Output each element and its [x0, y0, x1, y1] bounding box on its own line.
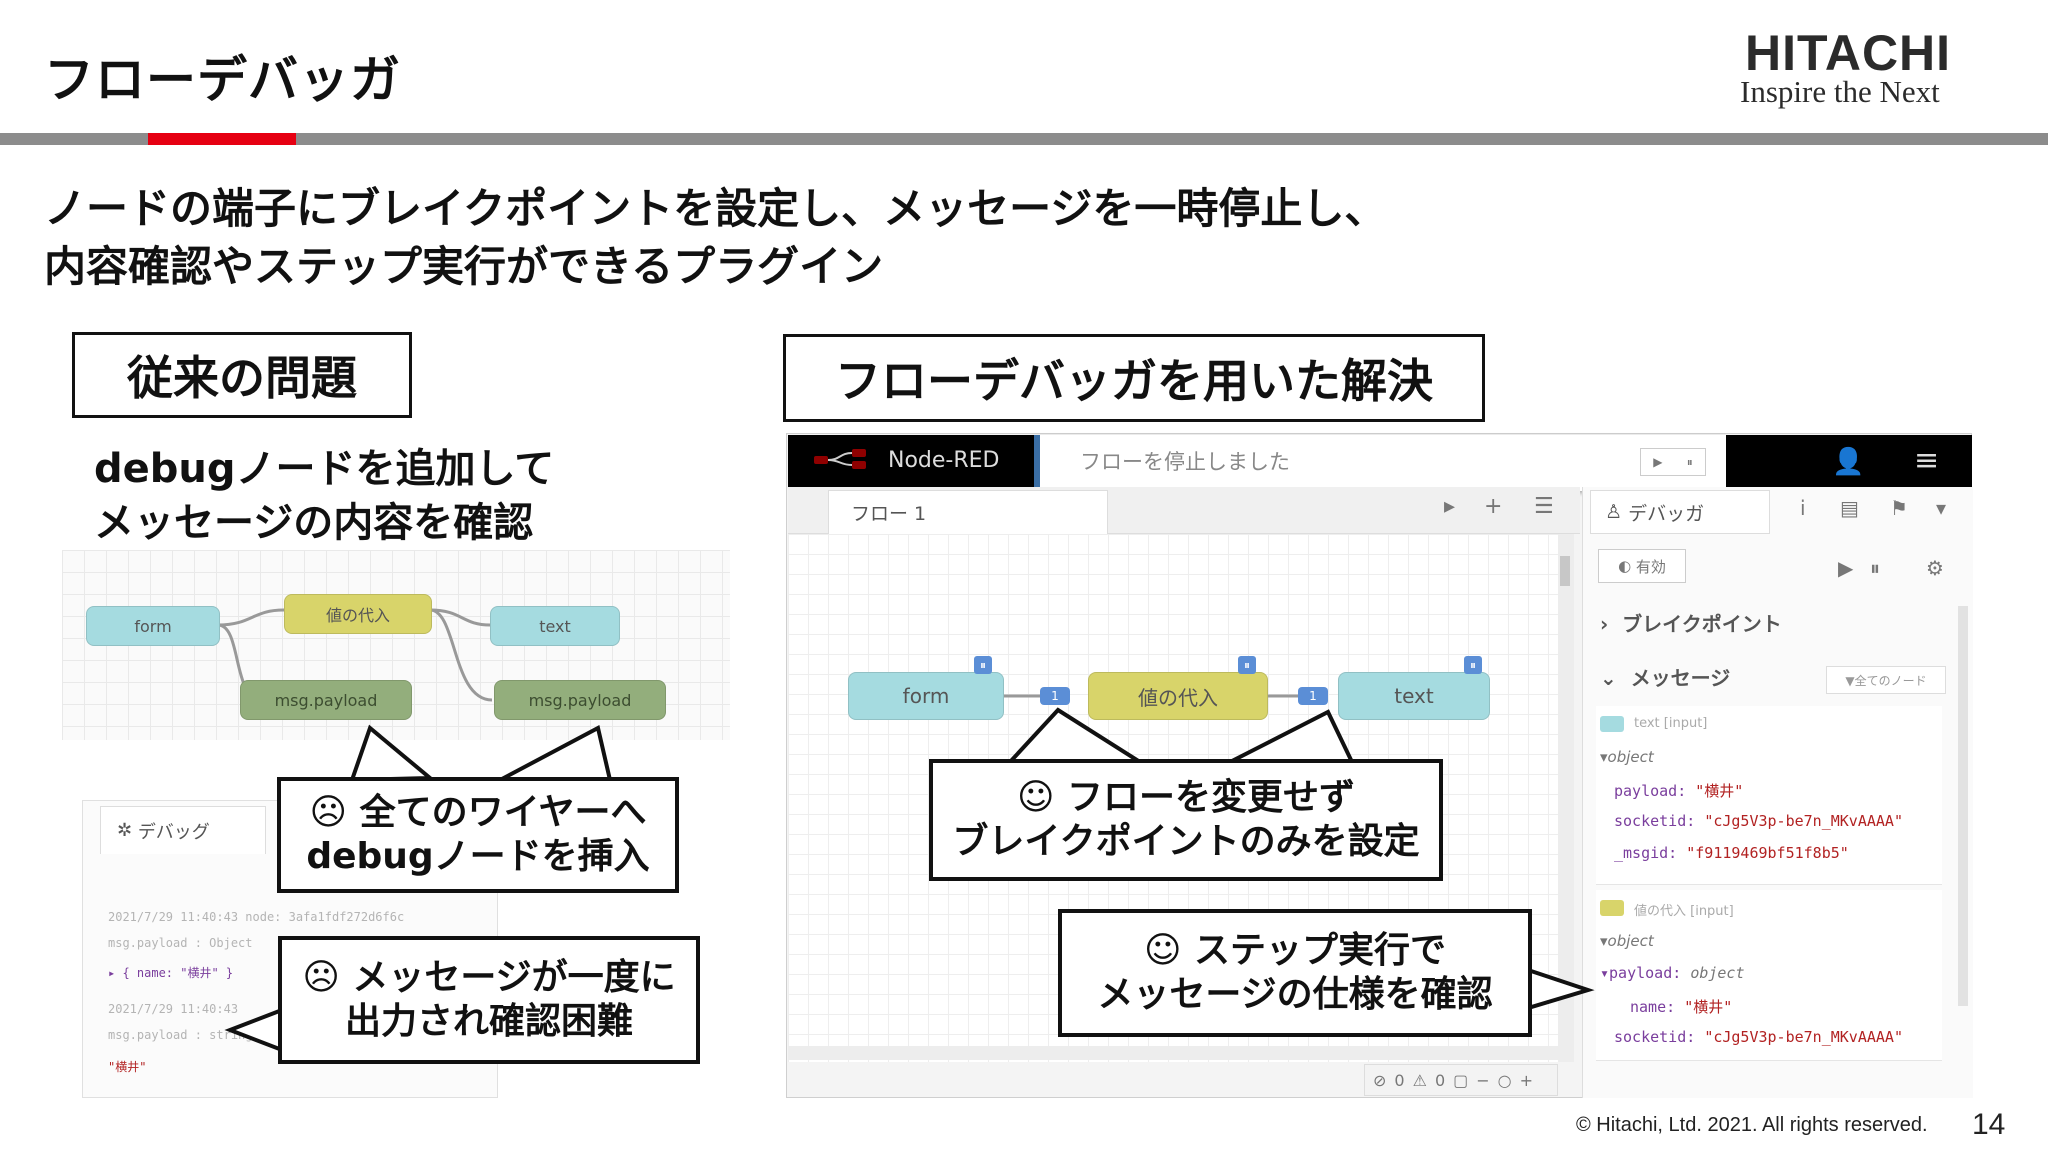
- stop-notification-text: フローを停止しました: [1080, 450, 1290, 474]
- sad-face-icon: ☹: [302, 957, 340, 998]
- message-entry: text [input] ▾object payload: "横井" socke…: [1596, 706, 1942, 885]
- canvas-horizontal-scrollbar[interactable]: [788, 1046, 1558, 1060]
- lead-line-2: 内容確認やステップ実行ができるプラグイン: [44, 242, 884, 291]
- message-root[interactable]: ▾object: [1600, 748, 1654, 766]
- legacy-flow-wires: [217, 608, 493, 702]
- message-source: 値の代入 [input]: [1634, 904, 1734, 919]
- flow-node-change: 値の代入: [284, 594, 432, 634]
- flow-node-text[interactable]: text: [1338, 672, 1490, 720]
- canvas-vertical-thumb[interactable]: [1560, 556, 1570, 586]
- pause-icon[interactable]: ⏸: [1238, 656, 1256, 674]
- node-red-brand: Node-RED: [888, 448, 1000, 473]
- legacy-debug-tab[interactable]: ✲ デバッグ: [100, 806, 266, 854]
- slide-title: フローデバッガ: [44, 51, 401, 109]
- add-tab-icon[interactable]: +: [1484, 494, 1503, 519]
- sad-face-icon: ☹: [309, 792, 348, 833]
- user-icon[interactable]: 👤: [1832, 447, 1865, 477]
- debugger-enable-toggle[interactable]: ◐ 有効: [1598, 549, 1686, 583]
- bug-icon: ✲: [117, 820, 138, 841]
- navigator-icon[interactable]: ▢: [1453, 1070, 1469, 1090]
- zoom-reset-icon[interactable]: ○: [1497, 1070, 1512, 1090]
- node-color-chip: [1600, 900, 1624, 916]
- pause-icon[interactable]: ⏸: [1464, 656, 1482, 674]
- flow-node-form[interactable]: form: [848, 672, 1004, 720]
- notification-step-controls[interactable]: ▶ ⏸: [1640, 448, 1706, 476]
- tab-list-icon[interactable]: ☰: [1534, 494, 1554, 519]
- copyright: © Hitachi, Ltd. 2021. All rights reserve…: [1576, 1114, 1928, 1136]
- warning-count-icon: ⚠: [1412, 1070, 1427, 1090]
- solution-heading: フローデバッガを用いた解決: [783, 334, 1485, 422]
- chevron-down-icon[interactable]: ▾: [1936, 496, 1947, 520]
- gear-icon[interactable]: ⚙: [1926, 556, 1944, 580]
- header-divider: [0, 133, 2048, 145]
- legacy-flow-canvas: form 値の代入 text msg.payload msg.payload: [62, 550, 730, 740]
- flow-node-change[interactable]: 値の代入: [1088, 672, 1268, 720]
- debug-line: 2021/7/29 11:40:43 node: 3afa1fdf272d6f6…: [108, 910, 405, 924]
- chevron-down-icon: ⌄: [1600, 666, 1631, 690]
- header-divider-accent: [148, 133, 296, 145]
- problem-description-2: メッセージの内容を確認: [94, 500, 534, 546]
- canvas-footer: ⊘0 ⚠0 ▢ − ○ +: [1364, 1064, 1558, 1096]
- zoom-in-icon[interactable]: +: [1519, 1070, 1534, 1090]
- toggle-icon: ◐: [1618, 557, 1636, 575]
- section-breakpoints[interactable]: › ブレイクポイント: [1600, 612, 1782, 636]
- logo-tagline: Inspire the Next: [1740, 74, 1940, 109]
- flag-icon[interactable]: ⚑: [1890, 496, 1908, 520]
- step-icon[interactable]: ⏸: [1870, 556, 1880, 580]
- callout-step-execution: ☺ ステップ実行で メッセージの仕様を確認: [1058, 909, 1532, 1037]
- debug-line: ▸ { name: "横井" }: [108, 966, 234, 980]
- tab-scroll-icon[interactable]: ▸: [1444, 494, 1456, 519]
- breakpoint-port-1[interactable]: 1: [1040, 687, 1070, 705]
- flow-node-form: form: [86, 606, 220, 646]
- callout-insert-debug: ☹ 全てのワイヤーへ debugノードを挿入: [277, 777, 679, 893]
- node-color-chip: [1600, 716, 1624, 732]
- debug-line: "横井": [108, 1060, 147, 1074]
- page-number: 14: [1972, 1108, 2006, 1141]
- zoom-out-icon[interactable]: −: [1476, 1070, 1490, 1090]
- debug-node-2: msg.payload: [494, 680, 666, 720]
- stop-notification: [1034, 435, 1726, 491]
- node-red-logo-icon: [814, 449, 866, 469]
- sidebar-scrollbar[interactable]: [1958, 606, 1968, 1006]
- message-filter[interactable]: ▼全てのノード: [1826, 666, 1946, 694]
- canvas-vertical-scrollbar[interactable]: [1558, 534, 1574, 1062]
- problem-heading: 従来の問題: [72, 332, 412, 418]
- tab-flow-1[interactable]: フロー 1: [828, 490, 1108, 534]
- breakpoint-port-2[interactable]: 1: [1298, 687, 1328, 705]
- pause-icon[interactable]: ⏸: [974, 656, 992, 674]
- message-source: text [input]: [1634, 716, 1708, 731]
- resume-icon[interactable]: ▶: [1838, 556, 1854, 580]
- debug-line: msg.payload : string: [108, 1028, 253, 1042]
- chevron-right-icon: ›: [1600, 612, 1623, 636]
- message-entry: 値の代入 [input] ▾object ▾payload: object na…: [1596, 890, 1942, 1061]
- menu-icon[interactable]: ≡: [1914, 443, 1940, 478]
- step-icon[interactable]: ⏸: [1686, 454, 1693, 469]
- section-messages[interactable]: ⌄ メッセージ: [1600, 666, 1731, 690]
- flow-node-text: text: [490, 606, 620, 646]
- hitachi-logo: HITACHI: [1745, 25, 1952, 81]
- error-count-icon: ⊘: [1373, 1070, 1387, 1090]
- lead-line-1: ノードの端子にブレイクポイントを設定し、メッセージを一時停止し、: [44, 184, 1387, 233]
- problem-description-1: debugノードを追加して: [94, 446, 555, 492]
- smile-face-icon: ☺: [1143, 930, 1182, 971]
- tab-debugger[interactable]: ♙ デバッガ: [1590, 490, 1770, 534]
- message-root[interactable]: ▾object: [1600, 932, 1654, 950]
- callout-hard-to-check: ☹ メッセージが一度に 出力され確認困難: [278, 936, 700, 1064]
- smile-face-icon: ☺: [1016, 777, 1055, 818]
- info-icon[interactable]: i: [1800, 496, 1806, 520]
- book-icon[interactable]: ▤: [1840, 496, 1859, 520]
- bug-icon: ♙: [1605, 501, 1629, 523]
- debug-node-1: msg.payload: [240, 680, 412, 720]
- debug-line: 2021/7/29 11:40:43: [108, 1002, 239, 1016]
- callout-breakpoint-only: ☺ フローを変更せず ブレイクポイントのみを設定: [929, 759, 1443, 881]
- debug-line: msg.payload : Object: [108, 936, 253, 950]
- resume-icon[interactable]: ▶: [1653, 455, 1663, 469]
